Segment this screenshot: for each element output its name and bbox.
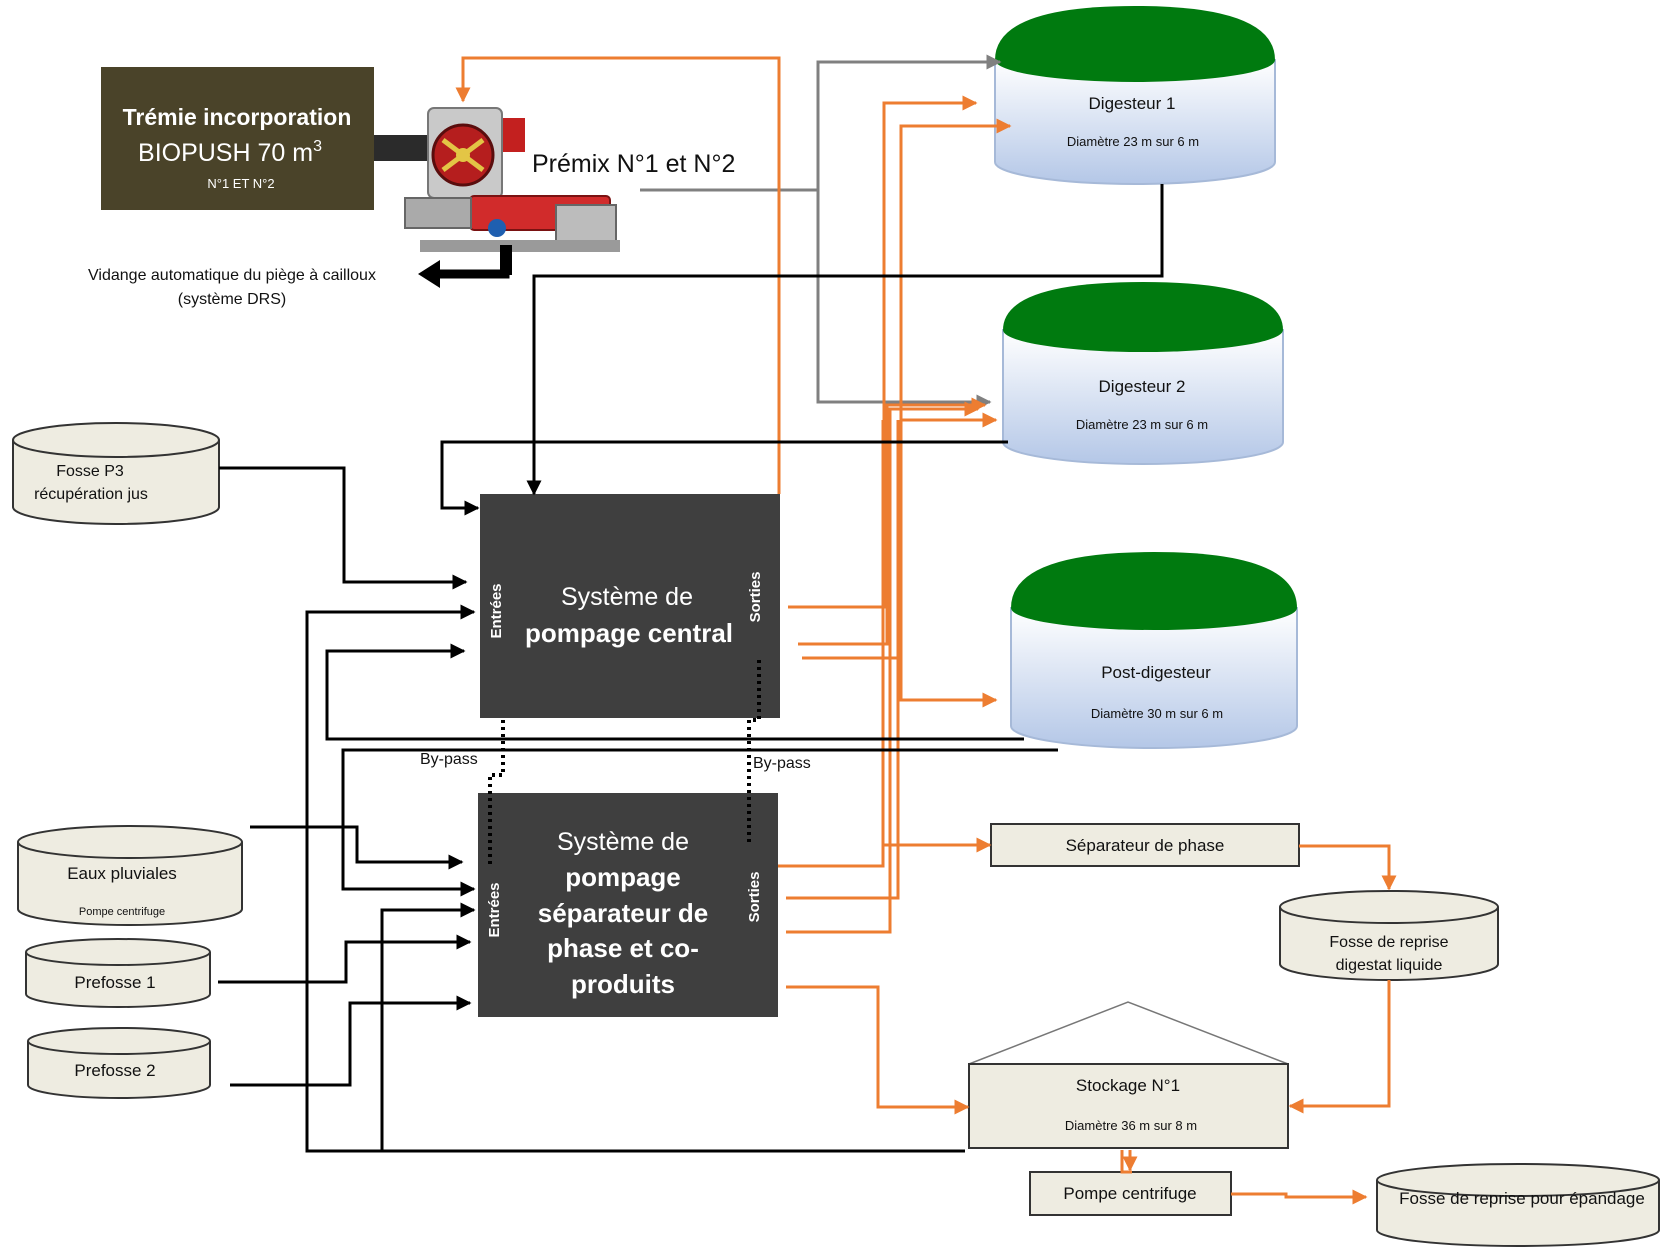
post-digester-dome bbox=[1011, 552, 1297, 630]
premix-flow-lines bbox=[640, 54, 1002, 410]
bypass-right-label: By-pass bbox=[753, 755, 811, 772]
digester-2-dims: Diamètre 23 m sur 6 m bbox=[1076, 417, 1208, 432]
drain-label-line2: (système DRS) bbox=[178, 291, 286, 308]
separator-pump-line5: produits bbox=[571, 969, 675, 999]
prefosse-1-label: Prefosse 1 bbox=[74, 973, 155, 992]
tank-fosse-p3: Fosse P3 récupération jus bbox=[12, 422, 220, 525]
hopper-box: Trémie incorporation BIOPUSH 70 m3 N°1 E… bbox=[101, 67, 374, 210]
hopper-title: Trémie incorporation bbox=[123, 104, 352, 130]
central-pump-line2: pompage central bbox=[525, 618, 733, 648]
reprise-liquide-line1: Fosse de reprise bbox=[1329, 934, 1448, 951]
storage-1: Stockage N°1 Diamètre 36 m sur 8 m bbox=[968, 1001, 1289, 1149]
fosse-p3-line2: récupération jus bbox=[34, 486, 148, 503]
post-digester-dims: Diamètre 30 m sur 6 m bbox=[1091, 706, 1223, 721]
centrifugal-pump-label: Pompe centrifuge bbox=[1063, 1184, 1196, 1203]
separator-pump-line3: séparateur de bbox=[538, 898, 709, 928]
digester-2-name: Digesteur 2 bbox=[1099, 377, 1186, 396]
premix-label: Prémix N°1 et N°2 bbox=[532, 150, 735, 178]
digester-2-dome bbox=[1003, 282, 1283, 352]
separator-box: Séparateur de phase bbox=[990, 823, 1300, 867]
eaux-pluviales-label: Eaux pluviales bbox=[67, 864, 177, 883]
storage-name: Stockage N°1 bbox=[1076, 1076, 1180, 1095]
separator-pump-line2: pompage bbox=[565, 862, 681, 892]
digester-1: Digesteur 1 Diamètre 23 m sur 6 m bbox=[994, 6, 1276, 185]
hopper-model: BIOPUSH 70 m3 bbox=[138, 138, 322, 167]
post-digester: Post-digesteur Diamètre 30 m sur 6 m bbox=[1010, 552, 1298, 749]
separator-pump-box: Système de pompage séparateur de phase e… bbox=[478, 793, 778, 1017]
separator-pump-line1: Système de bbox=[557, 828, 689, 856]
drain-arrow bbox=[418, 245, 510, 288]
digester-1-dome bbox=[995, 6, 1275, 82]
tank-prefosse-2: Prefosse 2 bbox=[27, 1027, 211, 1099]
mixer-machine-illustration bbox=[374, 107, 620, 275]
prefosse-2-label: Prefosse 2 bbox=[74, 1061, 155, 1080]
separator-pump-inputs: Entrées bbox=[486, 882, 503, 937]
tank-reprise-epandage: Fosse de reprise pour épandage bbox=[1376, 1163, 1660, 1247]
reprise-epandage-label: Fosse de reprise pour épandage bbox=[1399, 1189, 1645, 1208]
storage-dims: Diamètre 36 m sur 8 m bbox=[1065, 1118, 1197, 1133]
central-pump-outputs: Sorties bbox=[747, 572, 764, 623]
digester-2: Digesteur 2 Diamètre 23 m sur 6 m bbox=[1002, 282, 1284, 465]
fosse-p3-line1: Fosse P3 bbox=[56, 463, 124, 480]
bypass-left-label: By-pass bbox=[420, 751, 478, 768]
hopper-subtitle: N°1 ET N°2 bbox=[207, 176, 274, 191]
tank-prefosse-1: Prefosse 1 bbox=[25, 938, 211, 1008]
tank-reprise-liquide: Fosse de reprise digestat liquide bbox=[1279, 890, 1499, 981]
digester-1-name: Digesteur 1 bbox=[1089, 94, 1176, 113]
storage-roof bbox=[968, 1001, 1289, 1065]
tank-eaux-pluviales: Eaux pluviales Pompe centrifuge bbox=[17, 825, 243, 926]
central-pump-line1: Système de bbox=[561, 583, 693, 611]
post-digester-name: Post-digesteur bbox=[1101, 663, 1211, 682]
separator-label: Séparateur de phase bbox=[1066, 836, 1225, 855]
bypass-lines bbox=[488, 660, 761, 866]
digester-1-dims: Diamètre 23 m sur 6 m bbox=[1067, 134, 1199, 149]
black-flow-lines bbox=[218, 184, 1164, 1153]
separator-pump-outputs: Sorties bbox=[746, 872, 763, 923]
centrifugal-pump-box: Pompe centrifuge bbox=[1029, 1171, 1232, 1216]
central-pump-inputs: Entrées bbox=[488, 583, 505, 638]
eaux-pluviales-sub: Pompe centrifuge bbox=[79, 906, 165, 918]
drain-label-line1: Vidange automatique du piège à cailloux bbox=[88, 267, 376, 284]
separator-pump-line4: phase et co- bbox=[547, 933, 699, 963]
central-pump-box: Système de pompage central Entrées Sorti… bbox=[480, 494, 780, 718]
reprise-liquide-line2: digestat liquide bbox=[1336, 957, 1443, 974]
